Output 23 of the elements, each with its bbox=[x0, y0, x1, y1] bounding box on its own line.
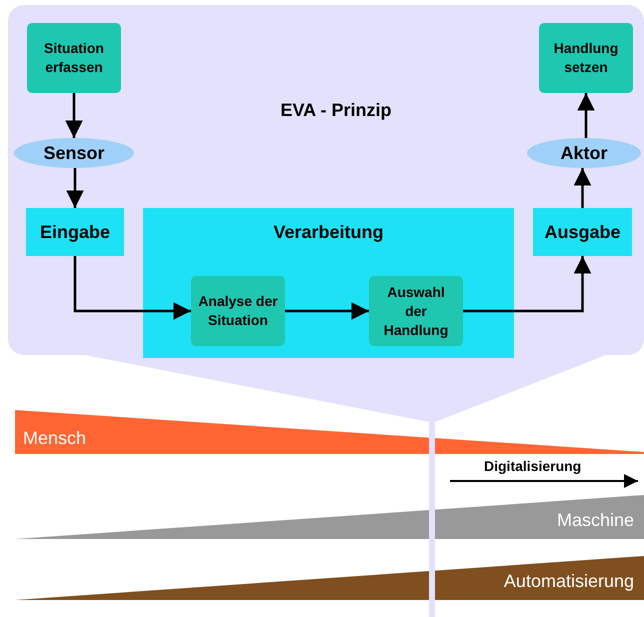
arrow bbox=[65, 93, 83, 138]
device-ellipse: Aktor bbox=[527, 138, 641, 168]
process-box: Handlung setzen bbox=[539, 23, 633, 93]
arrow bbox=[577, 93, 595, 138]
process-box: Auswahl der Handlung bbox=[369, 276, 463, 346]
group-title: EVA - Prinzip bbox=[280, 100, 392, 121]
bar-label: Mensch bbox=[23, 428, 86, 449]
arrow bbox=[74, 256, 191, 320]
bar-label: Automatisierung bbox=[504, 571, 634, 592]
arrow bbox=[463, 256, 592, 312]
process-box: Situation erfassen bbox=[27, 23, 121, 93]
principle-panel bbox=[8, 5, 644, 355]
arrow bbox=[285, 302, 369, 320]
bar-label: Maschine bbox=[556, 510, 634, 531]
stage-box: Eingabe bbox=[26, 208, 124, 256]
process-box: Analyse der Situation bbox=[191, 276, 285, 346]
arrow bbox=[66, 168, 84, 208]
arrow bbox=[574, 168, 592, 208]
stage-box: Ausgabe bbox=[533, 208, 632, 256]
device-ellipse: Sensor bbox=[14, 138, 134, 168]
group-title: Verarbeitung bbox=[273, 222, 384, 243]
direction-label: Digitalisierung bbox=[484, 458, 582, 474]
processing-group bbox=[143, 208, 514, 358]
